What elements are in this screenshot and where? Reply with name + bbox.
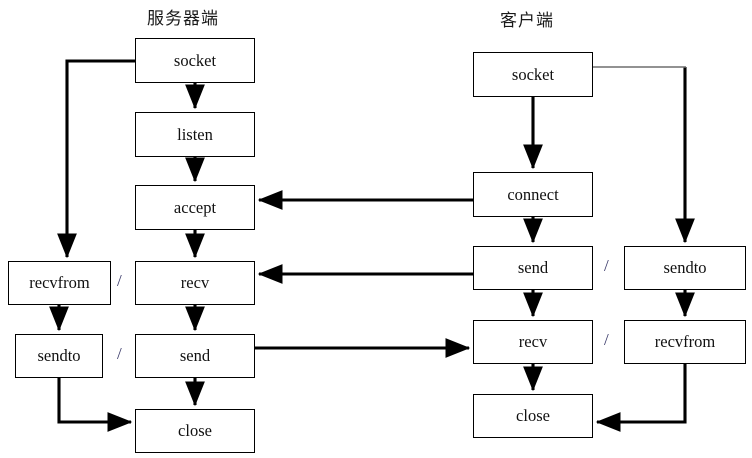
node-label: recv [518,332,548,351]
node-srv-listen[interactable]: listen [135,112,255,157]
node-label: recv [180,273,210,292]
node-srv-recvfrom[interactable]: recvfrom [8,261,111,305]
node-cli-recvfrom[interactable]: recvfrom [624,320,746,364]
separator-slash-server-recv: / [117,271,122,290]
separator-slash-client-recv: / [604,330,609,349]
node-srv-sendto[interactable]: sendto [15,334,103,378]
node-cli-sendto[interactable]: sendto [624,246,746,290]
node-label: socket [173,50,217,70]
node-label: recvfrom [29,273,90,292]
node-label: sendto [663,258,707,277]
node-label: sendto [37,346,81,365]
node-srv-send[interactable]: send [135,334,255,378]
server-column-title: 服务器端 [147,9,219,29]
node-label: send [179,346,211,365]
node-cli-recv[interactable]: recv [473,320,593,364]
node-srv-accept[interactable]: accept [135,185,255,230]
edge-cli-recvfrom-close [595,364,687,432]
separator-slash-server-send: / [117,344,122,363]
node-label: accept [173,197,217,217]
node-label: close [178,421,212,440]
edge-srv-socket-recvfrom [57,59,135,259]
node-srv-close[interactable]: close [135,409,255,453]
node-label: close [516,406,550,425]
node-label: recvfrom [654,332,716,351]
node-label: connect [507,184,559,204]
node-cli-connect[interactable]: connect [473,172,593,217]
node-srv-recv[interactable]: recv [135,261,255,305]
node-label: send [517,258,549,277]
separator-slash-client-send: / [604,256,609,275]
edge-srv-sendto-close [57,378,133,432]
node-cli-send[interactable]: send [473,246,593,290]
client-column-title: 客户端 [500,11,554,31]
node-srv-socket[interactable]: socket [135,38,255,83]
node-cli-close[interactable]: close [473,394,593,438]
node-label: listen [177,124,213,144]
node-cli-socket[interactable]: socket [473,52,593,97]
node-label: socket [511,64,555,84]
